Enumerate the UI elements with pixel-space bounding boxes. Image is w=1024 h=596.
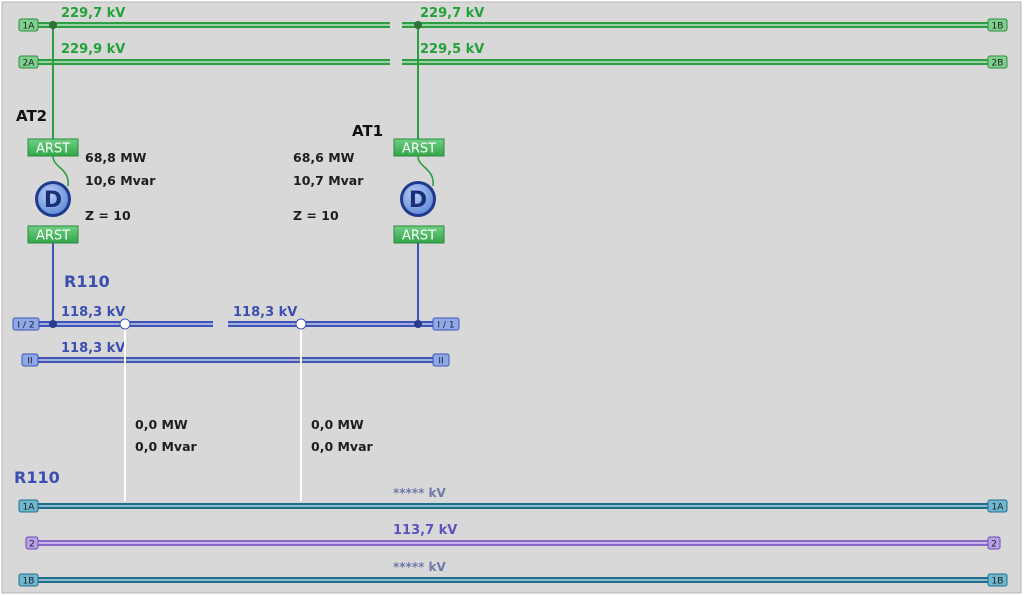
at1-reactive-power: 10,7 Mvar xyxy=(293,173,364,188)
tie-left-active-power: 0,0 MW xyxy=(135,417,188,432)
at1-lv-bus-node xyxy=(414,320,422,328)
bus-tag-ii-left[interactable]: II xyxy=(21,353,39,367)
at1-bus-node xyxy=(414,21,422,29)
svg-text:I / 1: I / 1 xyxy=(437,321,454,331)
r110-lower-label: R110 xyxy=(14,468,60,487)
bus-lower-2-voltage: 113,7 kV xyxy=(393,523,457,538)
tie-right-reactive-power: 0,0 Mvar xyxy=(311,439,374,454)
at1-arst-top[interactable]: ARST xyxy=(393,138,445,157)
bus-1a-voltage-left: 229,7 kV xyxy=(61,6,125,21)
bus-lower-1a-voltage: ***** kV xyxy=(393,486,447,500)
bus-tag-i1[interactable]: I / 1 xyxy=(432,317,460,331)
svg-text:1A: 1A xyxy=(23,503,36,513)
at2-arst-bottom[interactable]: ARST xyxy=(27,225,79,244)
at2-arst-top[interactable]: ARST xyxy=(27,138,79,157)
transformer-symbol: D xyxy=(44,188,62,213)
bus-tag-1b[interactable]: 1B xyxy=(987,18,1008,32)
svg-text:II: II xyxy=(438,357,443,367)
svg-text:2: 2 xyxy=(29,540,35,550)
at2-active-power: 68,8 MW xyxy=(85,150,147,165)
bus-2a-voltage-left: 229,9 kV xyxy=(61,42,125,57)
at2-lv-bus-node xyxy=(49,320,57,328)
bus-tag-lower-2-right[interactable]: 2 xyxy=(987,536,1001,550)
bus-110-ii[interactable] xyxy=(37,357,433,363)
bus-tag-lower-2-left[interactable]: 2 xyxy=(25,536,39,550)
bus-220-2a-left[interactable] xyxy=(38,59,390,65)
at2-transformer[interactable]: D xyxy=(35,181,71,217)
bus-1a-voltage-right: 229,7 kV xyxy=(420,6,484,21)
svg-text:1B: 1B xyxy=(992,22,1004,32)
svg-text:ARST: ARST xyxy=(402,229,436,244)
at1-transformer[interactable]: D xyxy=(400,181,436,217)
bus-tag-lower-1b-right[interactable]: 1B xyxy=(987,573,1008,587)
bus-lower-2[interactable] xyxy=(38,540,988,546)
at2-label: AT2 xyxy=(16,107,47,125)
svg-text:I / 2: I / 2 xyxy=(17,321,34,331)
bus-tag-2b[interactable]: 2B xyxy=(987,55,1008,69)
at1-tap-lead xyxy=(417,155,434,187)
transformer-symbol: D xyxy=(409,188,427,213)
at2-tap-position: Z = 10 xyxy=(85,208,131,223)
r110-upper-label: R110 xyxy=(64,272,110,291)
bus-tag-lower-1a-left[interactable]: 1A xyxy=(18,499,39,513)
tie-right-active-power: 0,0 MW xyxy=(311,417,364,432)
bus-110-i1[interactable] xyxy=(228,321,433,327)
bus-220-2b-right[interactable] xyxy=(402,59,988,65)
svg-text:2B: 2B xyxy=(992,59,1004,69)
at2-reactive-power: 10,6 Mvar xyxy=(85,173,156,188)
at2-tap-lead xyxy=(52,155,69,187)
bus-tag-lower-1b-left[interactable]: 1B xyxy=(18,573,39,587)
tie-right-node xyxy=(295,318,307,330)
at1-label: AT1 xyxy=(352,122,383,140)
bus-lower-1b-voltage: ***** kV xyxy=(393,560,447,574)
at1-arst-bottom[interactable]: ARST xyxy=(393,225,445,244)
bus-lower-1b[interactable] xyxy=(38,577,988,583)
bus-i2-voltage: 118,3 kV xyxy=(61,305,125,320)
at1-tap-position: Z = 10 xyxy=(293,208,339,223)
svg-text:ARST: ARST xyxy=(402,142,436,157)
bus-tag-i2[interactable]: I / 2 xyxy=(12,317,40,331)
bus-lower-1a[interactable] xyxy=(38,503,988,509)
svg-text:1B: 1B xyxy=(23,577,35,587)
svg-text:ARST: ARST xyxy=(36,229,70,244)
svg-text:1A: 1A xyxy=(992,503,1005,513)
at2-bus-node xyxy=(49,21,57,29)
svg-text:2A: 2A xyxy=(23,59,36,69)
bus-220-1b-right[interactable] xyxy=(402,22,988,28)
svg-text:2: 2 xyxy=(991,540,997,550)
svg-text:1A: 1A xyxy=(23,22,36,32)
bus-tag-2a[interactable]: 2A xyxy=(18,55,39,69)
bus-2b-voltage-right: 229,5 kV xyxy=(420,42,484,57)
tie-left-node xyxy=(119,318,131,330)
bus-i1-voltage: 118,3 kV xyxy=(233,305,297,320)
at1-active-power: 68,6 MW xyxy=(293,150,355,165)
bus-tag-1a[interactable]: 1A xyxy=(18,18,39,32)
bus-tag-lower-1a-right[interactable]: 1A xyxy=(987,499,1008,513)
bus-tag-ii-right[interactable]: II xyxy=(432,353,450,367)
svg-text:1B: 1B xyxy=(992,577,1004,587)
bus-220-1a-left[interactable] xyxy=(38,22,390,28)
bus-ii-voltage: 118,3 kV xyxy=(61,341,125,356)
svg-text:II: II xyxy=(27,357,32,367)
svg-text:ARST: ARST xyxy=(36,142,70,157)
tie-left-reactive-power: 0,0 Mvar xyxy=(135,439,198,454)
